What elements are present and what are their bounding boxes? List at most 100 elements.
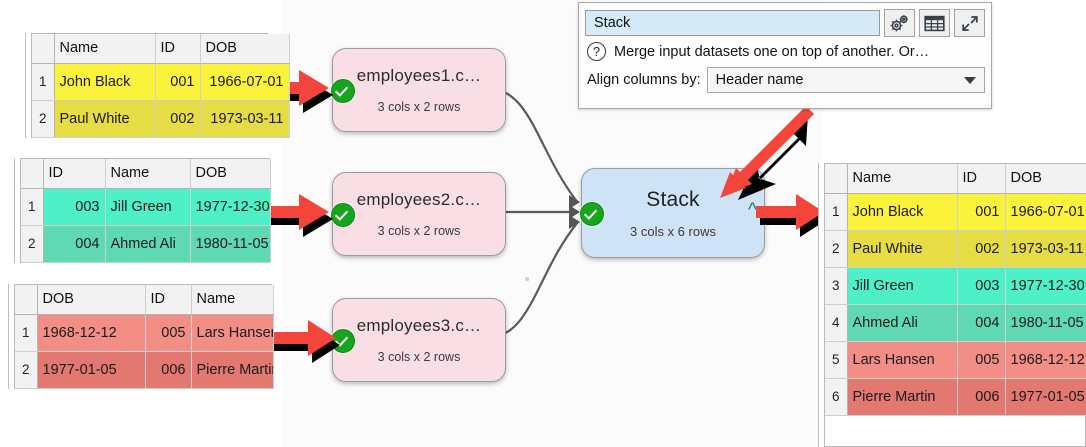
- row-number[interactable]: 5: [825, 341, 848, 379]
- node-employees3[interactable]: employees3.c… 3 cols x 2 rows: [332, 298, 506, 382]
- table-cell[interactable]: 1968-12-12: [37, 314, 146, 352]
- properties-panel[interactable]: Stack: [578, 2, 992, 109]
- table-cell[interactable]: Lars Hansen: [847, 341, 958, 379]
- table-cell[interactable]: 005: [957, 341, 1006, 379]
- question-mark-icon[interactable]: ?: [587, 42, 606, 61]
- item-name-input[interactable]: Stack: [585, 10, 880, 36]
- table-cell[interactable]: 003: [43, 188, 106, 226]
- table-cell[interactable]: 002: [957, 230, 1006, 268]
- column-header[interactable]: DOB: [200, 34, 290, 64]
- table-cell[interactable]: 006: [145, 351, 192, 389]
- input-table-1-shell: [25, 33, 32, 138]
- table-cell[interactable]: 006: [957, 378, 1006, 416]
- input-table-3-shell: [8, 284, 15, 389]
- annotation-arrow-table2: [255, 194, 333, 237]
- align-columns-label: Align columns by:: [587, 72, 701, 88]
- table-cell[interactable]: 1966-07-01: [200, 63, 290, 101]
- table-cell[interactable]: 1977-12-30: [190, 188, 271, 226]
- row-number[interactable]: 1: [21, 188, 44, 226]
- column-header[interactable]: DOB: [1005, 164, 1086, 194]
- row-number[interactable]: 2: [32, 100, 55, 138]
- table-cell[interactable]: John Black: [847, 193, 958, 231]
- table-cell[interactable]: 1973-03-11: [200, 100, 290, 138]
- table-cell[interactable]: 1977-01-05: [1005, 378, 1086, 416]
- table-cell[interactable]: John Black: [54, 63, 156, 101]
- node-subtitle: 3 cols x 2 rows: [377, 224, 461, 238]
- row-number[interactable]: 1: [15, 314, 38, 352]
- table-cell[interactable]: 001: [155, 63, 201, 101]
- column-header[interactable]: Name: [847, 164, 958, 194]
- table-cell[interactable]: 1980-11-05: [190, 225, 271, 263]
- table-cell[interactable]: Pierre Martin: [847, 378, 958, 416]
- column-header[interactable]: DOB: [190, 159, 271, 189]
- expand-icon: [961, 15, 978, 31]
- table-cell[interactable]: 1966-07-01: [1005, 193, 1086, 231]
- table-cell[interactable]: 1973-03-11: [1005, 230, 1086, 268]
- table-cell[interactable]: 004: [957, 304, 1006, 342]
- column-header[interactable]: Name: [191, 285, 274, 315]
- table-cell[interactable]: Jill Green: [105, 188, 191, 226]
- row-number[interactable]: 2: [825, 230, 848, 268]
- table-cell[interactable]: 005: [145, 314, 192, 352]
- row-number[interactable]: 6: [825, 378, 848, 416]
- row-number[interactable]: 3: [825, 267, 848, 305]
- table-cell[interactable]: Lars Hansen: [191, 314, 274, 352]
- column-header[interactable]: Name: [54, 34, 156, 64]
- column-header[interactable]: ID: [957, 164, 1006, 194]
- table-cell[interactable]: Pierre Martin: [191, 351, 274, 389]
- column-header[interactable]: ID: [145, 285, 192, 315]
- column-header[interactable]: DOB: [37, 285, 146, 315]
- table-cell[interactable]: 1977-01-05: [37, 351, 146, 389]
- expand-icon-button[interactable]: [954, 9, 985, 37]
- gears-icon-button[interactable]: [884, 9, 915, 37]
- table-cell[interactable]: Jill Green: [847, 267, 958, 305]
- table-cell[interactable]: Ahmed Ali: [105, 225, 191, 263]
- row-number[interactable]: 1: [825, 193, 848, 231]
- table-cell[interactable]: Paul White: [54, 100, 156, 138]
- row-number[interactable]: 2: [21, 225, 44, 263]
- table-corner-cell: [21, 159, 44, 189]
- align-columns-select[interactable]: Header name: [706, 67, 985, 93]
- stack-input-arrow-3: [569, 215, 580, 229]
- node-subtitle: 3 cols x 6 rows: [630, 223, 716, 239]
- column-header[interactable]: Name: [105, 159, 191, 189]
- node-employees1[interactable]: employees1.c… 3 cols x 2 rows: [332, 48, 506, 132]
- row-number[interactable]: 2: [15, 351, 38, 389]
- column-header[interactable]: ID: [43, 159, 106, 189]
- column-header[interactable]: ID: [155, 34, 201, 64]
- table-corner-cell: [32, 34, 55, 64]
- table-icon-button[interactable]: [919, 9, 950, 37]
- table-cell[interactable]: Paul White: [847, 230, 958, 268]
- row-number[interactable]: 4: [825, 304, 848, 342]
- node-employees2[interactable]: employees2.c… 3 cols x 2 rows: [332, 172, 506, 256]
- table-cell[interactable]: 002: [155, 100, 201, 138]
- table-cell[interactable]: 1980-11-05: [1005, 304, 1086, 342]
- annotation-arrow-stack-node: [720, 106, 814, 200]
- table-cell[interactable]: 004: [43, 225, 106, 263]
- annotation-arrow-output-table: [756, 194, 828, 237]
- node-title: employees3.c…: [356, 316, 482, 335]
- row-number[interactable]: 1: [32, 63, 55, 101]
- table-cell[interactable]: 001: [957, 193, 1006, 231]
- node-title: employees2.c…: [356, 190, 482, 209]
- table-cell[interactable]: Ahmed Ali: [847, 304, 958, 342]
- table-cell[interactable]: 1968-12-12: [1005, 341, 1086, 379]
- table-cell[interactable]: 1977-12-30: [1005, 267, 1086, 305]
- table-cell[interactable]: 003: [957, 267, 1006, 305]
